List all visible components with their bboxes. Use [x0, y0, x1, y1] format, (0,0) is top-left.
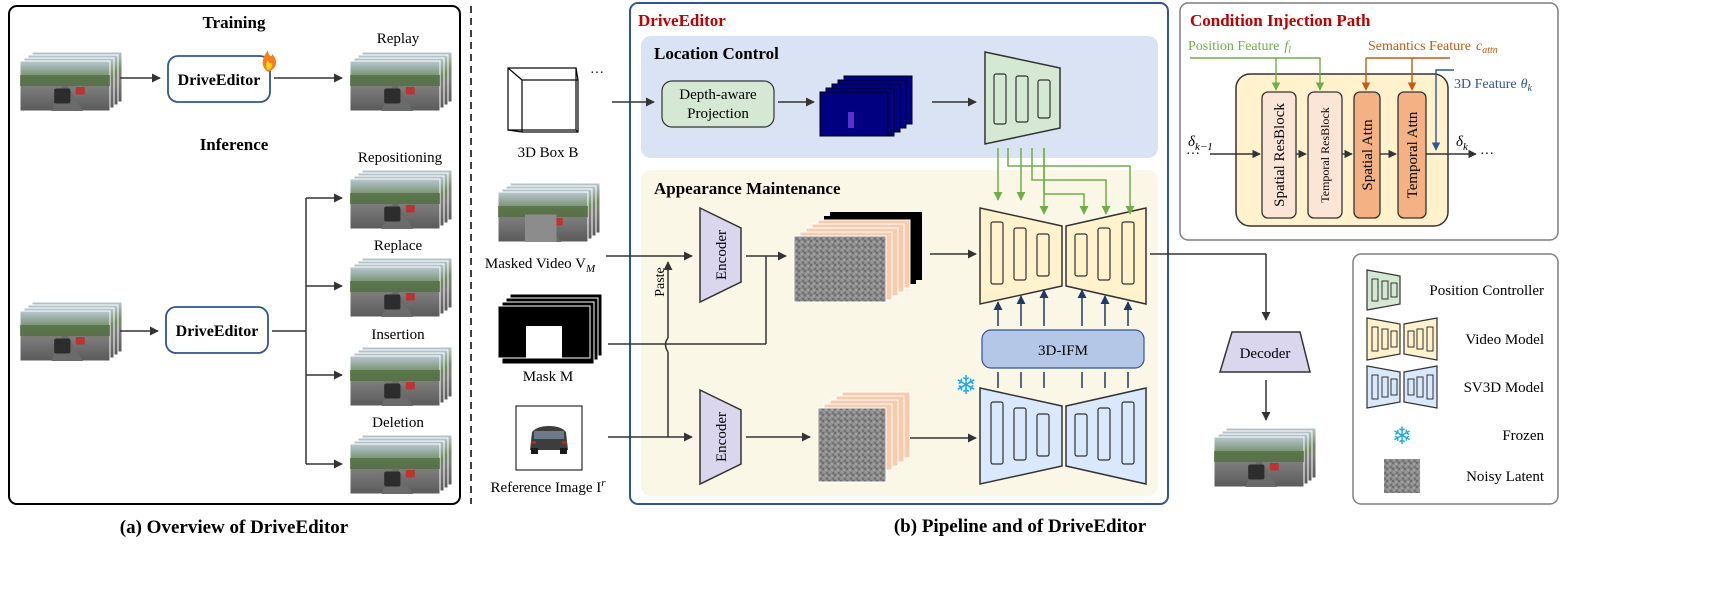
pipeline-title: DriveEditor: [638, 11, 726, 30]
legend-position-controller-icon: [1366, 269, 1401, 311]
driveeditor-training-label: DriveEditor: [178, 72, 261, 89]
replay-label: Replay: [377, 31, 420, 47]
masked-video-frames: [497, 182, 601, 243]
insertion-label: Insertion: [371, 327, 425, 343]
projection-box: [661, 80, 775, 128]
reference-image: [515, 405, 583, 471]
mask-label: Mask M: [523, 369, 573, 385]
repositioning-output-frames: [349, 169, 453, 230]
spatial-resblock: [1261, 91, 1297, 219]
legend-sv3d-model-icon: [1366, 365, 1438, 409]
insertion-output-frames: [349, 346, 453, 407]
masked-video-label: Masked Video VM: [485, 256, 596, 275]
position-arrows: [993, 148, 1135, 215]
overview-frame: [8, 5, 461, 505]
deletion-output-frames: [349, 434, 453, 495]
dots-out: ···: [1480, 147, 1494, 162]
replace-output-frames: [349, 257, 453, 318]
deletion-label: Deletion: [372, 415, 424, 431]
mask-frames: [497, 293, 603, 365]
decoder-box: [1218, 331, 1311, 373]
projection-label-1: Depth-aware: [679, 87, 757, 103]
snowflake-icon: ❄: [955, 371, 977, 400]
spatial-attn-label: Spatial Attn: [1360, 119, 1376, 191]
pipeline-panel: DriveEditor Location Control Depth-aware…: [606, 2, 1317, 537]
legend-sv3d-model: SV3D Model: [1464, 380, 1544, 396]
semantics-injection: [1361, 57, 1450, 91]
driveeditor-training-box: [167, 55, 271, 103]
encoder-top: Encoder: [699, 206, 742, 304]
replay-output-frames: [349, 51, 453, 112]
legend-position-controller: Position Controller: [1429, 283, 1544, 299]
latent-stack-top: [793, 212, 922, 303]
encoder-top-label: Encoder: [714, 230, 730, 280]
decoded-output-frames: [1213, 427, 1317, 488]
ifm-arrows: [993, 289, 1133, 388]
legend-frozen: Frozen: [1502, 428, 1544, 444]
sv3d-model-unet: [979, 387, 1147, 485]
inference-input-frames: [19, 301, 123, 362]
replace-label: Replace: [374, 238, 423, 254]
delta-out: δk: [1456, 134, 1469, 153]
appearance-title: Appearance Maintenance: [654, 179, 841, 198]
temporal-resblock-label: Temporal ResBlock: [1318, 107, 1332, 202]
position-injection: [1190, 57, 1325, 91]
pipeline-caption: (b) Pipeline and of DriveEditor: [894, 516, 1147, 537]
decoder-label: Decoder: [1240, 346, 1291, 362]
inputs-column: ··· 3D Box B Masked Video VM Mask M Refe…: [485, 66, 606, 496]
3d-box-label: 3D Box B: [518, 145, 579, 161]
temporal-resblock: [1307, 91, 1343, 219]
ifm-box: [981, 329, 1145, 369]
driveeditor-inference-box: [165, 306, 269, 354]
spatial-resblock-label: Spatial ResBlock: [1272, 103, 1288, 207]
inference-title: Inference: [200, 135, 269, 154]
legend-noisy-latent: Noisy Latent: [1466, 469, 1545, 485]
projection-label-2: Projection: [687, 106, 749, 122]
paste-label: Paste: [653, 267, 668, 297]
3d-box-icon: [507, 67, 579, 133]
temporal-attn: [1397, 91, 1427, 219]
overview-caption: (a) Overview of DriveEditor: [120, 517, 349, 538]
encoder-bottom: Encoder: [699, 388, 742, 486]
position-controller: [984, 51, 1061, 145]
legend-video-model: Video Model: [1465, 332, 1544, 348]
depth-maps: [819, 75, 913, 137]
legend-noise-swatch: [1384, 459, 1420, 493]
box-ellipsis: ···: [590, 66, 604, 81]
training-input-frames: [19, 51, 123, 112]
encoder-bottom-label: Encoder: [714, 412, 730, 462]
latent-stack-bottom: [817, 391, 911, 483]
driveeditor-inference-label: DriveEditor: [176, 323, 259, 340]
video-model-unet: [979, 207, 1147, 305]
legend-panel: Position Controller Video Model SV3D Mod…: [1352, 253, 1559, 505]
repositioning-label: Repositioning: [358, 150, 443, 166]
legend-snowflake-icon: ❄: [1392, 424, 1412, 450]
delta-in: δk−1: [1188, 134, 1213, 153]
temporal-attn-label: Temporal Attn: [1405, 111, 1421, 198]
legend-video-model-icon: [1366, 317, 1438, 361]
spatial-attn: [1353, 91, 1381, 219]
dots-in: ···: [1186, 147, 1200, 162]
3d-injection: [1431, 69, 1454, 151]
training-title: Training: [203, 13, 266, 32]
legend-frame: [1352, 253, 1559, 505]
flow-arrows: [606, 97, 1271, 443]
fire-icon: [262, 50, 277, 72]
condition-title: Condition Injection Path: [1190, 11, 1371, 30]
condition-panel: Condition Injection Path Position Featur…: [1179, 2, 1559, 241]
location-control-title: Location Control: [654, 44, 779, 63]
overview-panel: Training Inference DriveEditor Replay Dr…: [8, 5, 461, 538]
reference-label: Reference Image Ir: [490, 477, 606, 496]
branch-connector: [272, 193, 343, 469]
ifm-label: 3D-IFM: [1038, 343, 1088, 359]
